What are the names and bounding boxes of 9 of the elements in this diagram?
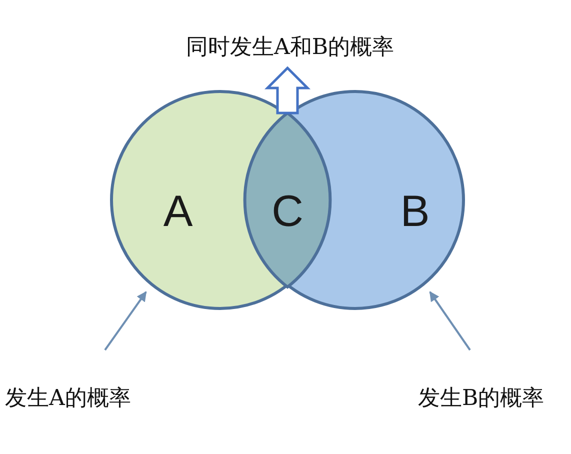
caption-text: 同时发生A和B的概率 bbox=[165, 35, 415, 62]
set-letter: B bbox=[399, 190, 431, 234]
set-letter: A bbox=[162, 190, 194, 234]
block-arrow bbox=[264, 66, 311, 114]
arrow bbox=[429, 291, 471, 351]
set-letter: C bbox=[270, 190, 304, 234]
caption-text: 发生A的概率 bbox=[5, 386, 155, 412]
arrow bbox=[104, 291, 147, 351]
caption-text: 发生B的概率 bbox=[418, 386, 568, 412]
